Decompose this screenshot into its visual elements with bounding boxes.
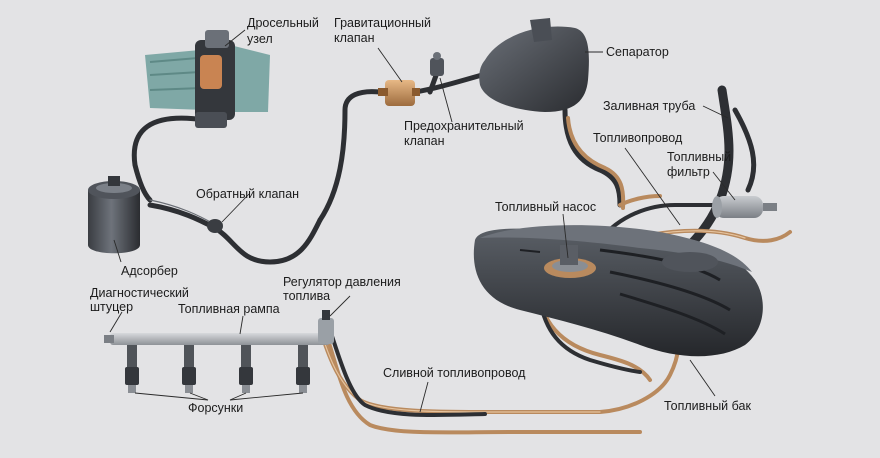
injector-4 [296, 345, 310, 393]
gravity-valve-label-line-1: Гравитационный [334, 16, 431, 30]
separator-label: Сепаратор [606, 45, 669, 59]
labels: Дросельный узел Гравитационный клапан Се… [90, 16, 751, 415]
safety-valve-label-line-2: клапан [404, 134, 445, 148]
fuel-lines [320, 194, 792, 435]
fuel-filter-label-line-1: Топливный [667, 150, 731, 164]
injectors [125, 345, 310, 393]
fuel-filter-label: Топливный фильтр [667, 150, 735, 179]
gravity-valve [378, 80, 420, 106]
fuel-pump-label: Топливный насос [495, 200, 596, 214]
injectors-label: Форсунки [188, 401, 243, 415]
fuel-tank-label: Топливный бак [664, 399, 751, 413]
fuel-rail [104, 310, 334, 345]
injector-1 [125, 345, 139, 393]
adsorber-label: Адсорбер [121, 264, 178, 278]
pressure-regulator-label-line-2: топлива [283, 289, 330, 303]
fuel-filter [712, 196, 777, 218]
throttle-body-label-line-2: узел [247, 32, 273, 46]
fuel-filter-label-line-2: фильтр [667, 165, 710, 179]
diagnostic-fitting-label-line-1: Диагностический [90, 286, 189, 300]
fuel-rail-label: Топливная рампа [178, 302, 280, 316]
check-valve-label: Обратный клапан [196, 187, 299, 201]
filler-pipe-label: Заливная труба [603, 99, 695, 113]
safety-valve [430, 52, 444, 76]
injector-2 [182, 345, 196, 393]
throttle-body-label-line-1: Дросельный [247, 16, 319, 30]
safety-valve-label-line-1: Предохранительный [404, 119, 524, 133]
check-valve [207, 219, 223, 233]
safety-valve-label: Предохранительный клапан [404, 119, 527, 148]
gravity-valve-label-line-2: клапан [334, 31, 375, 45]
gravity-valve-label: Гравитационный клапан [334, 16, 434, 45]
throttle-body-label: Дросельный узел [247, 16, 322, 46]
fuel-line-label: Топливопровод [593, 131, 683, 145]
fuel-tank [473, 225, 763, 357]
separator [479, 18, 589, 112]
pressure-regulator-label-line-1: Регулятор давления [283, 275, 401, 289]
throttle-body [145, 30, 270, 128]
pressure-regulator-label: Регулятор давления топлива [283, 275, 404, 303]
diagnostic-fitting-label: Диагностический штуцер [90, 286, 192, 314]
leader-lines [109, 29, 736, 413]
diagnostic-fitting-label-line-2: штуцер [90, 300, 133, 314]
return-line-label: Сливной топливопровод [383, 366, 526, 380]
injector-3 [239, 345, 253, 393]
adsorber [88, 176, 140, 254]
